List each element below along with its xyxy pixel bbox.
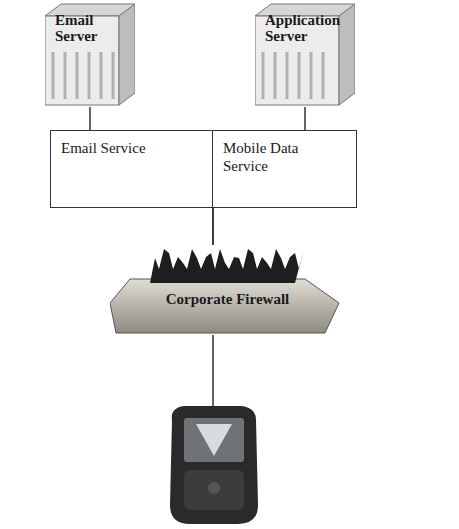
email-server: Email Server <box>45 2 135 107</box>
connector-line <box>89 107 91 130</box>
node-label: Corporate Firewall <box>110 245 345 308</box>
firewall: Corporate Firewall <box>110 245 345 337</box>
connector-line <box>212 208 214 245</box>
mobile-device <box>170 406 258 524</box>
node-label: Mobile Data Service <box>213 131 333 183</box>
node-label: Email Service <box>51 131 171 165</box>
connector-line <box>304 107 306 130</box>
connector-line <box>212 208 214 245</box>
service-cell: Email Service <box>50 130 214 208</box>
service-cell: Mobile Data Service <box>212 130 357 208</box>
node-label: Application Server <box>255 2 340 44</box>
phone-link <box>212 335 214 408</box>
application-server: Application Server <box>255 2 355 107</box>
node-label: Email Server <box>45 2 130 44</box>
